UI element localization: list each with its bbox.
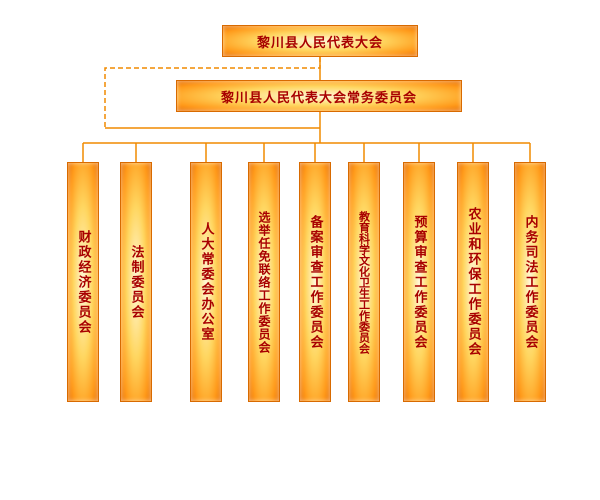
committee-box-7: 预算审查工作委员会 bbox=[403, 162, 435, 402]
committee-box-5: 备案审查工作委员会 bbox=[299, 162, 331, 402]
committee-box-2: 法制委员会 bbox=[120, 162, 152, 402]
committee-box-9: 内务司法工作委员会 bbox=[514, 162, 546, 402]
congress-box: 黎川县人民代表大会 bbox=[222, 25, 418, 57]
committee-box-8: 农业和环保工作委员会 bbox=[457, 162, 489, 402]
committee-box-6: 教育科学文化卫生工作委员会 bbox=[348, 162, 380, 402]
standing-committee-box: 黎川县人民代表大会常务委员会 bbox=[176, 80, 462, 112]
committee-box-4: 选举任免联络工作委员会 bbox=[248, 162, 280, 402]
committee-box-3: 人大常委会办公室 bbox=[190, 162, 222, 402]
committee-box-1: 财政经济委员会 bbox=[67, 162, 99, 402]
dashed-connector bbox=[104, 57, 321, 128]
